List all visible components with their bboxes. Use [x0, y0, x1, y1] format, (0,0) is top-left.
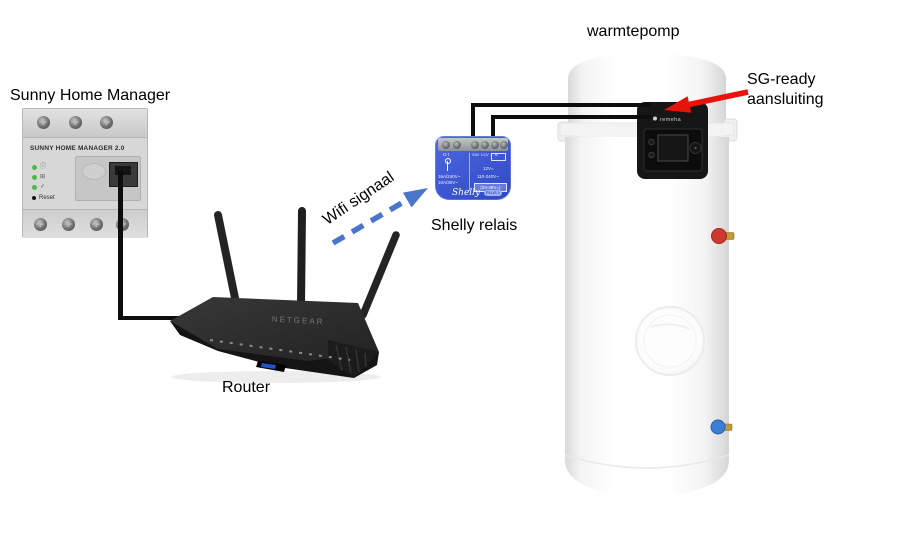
- sg-ready-arrow: [664, 89, 749, 113]
- heat-pump-label: warmtepomp: [587, 23, 680, 40]
- red-valve-icon: [711, 228, 727, 244]
- sg-wire-b-vertical: [491, 115, 495, 139]
- screw-terminal-icon: [481, 140, 489, 149]
- sg-ready-label-line1: SG-ready: [747, 71, 816, 88]
- shelly-terminal-strip: [438, 138, 508, 151]
- ethernet-cable-vertical: [118, 170, 123, 320]
- check-icon: ✓: [40, 184, 46, 190]
- sg-wire-a-horizontal: [471, 103, 651, 107]
- network-icon: ⊞: [40, 174, 46, 180]
- usb-port-inner-icon: [261, 363, 276, 369]
- screw-terminal-icon: ✚: [62, 218, 75, 231]
- blue-valve-icon: [710, 419, 726, 435]
- wifi-signal-arrow: [331, 188, 428, 246]
- shm-model-text: SUNNY HOME MANAGER 2.0: [30, 145, 125, 152]
- screw-terminal-icon: ✚: [90, 218, 103, 231]
- remeha-logo-icon: [653, 116, 657, 121]
- router-antenna-right: [359, 231, 400, 319]
- shm-led-row: ✓: [32, 183, 45, 191]
- sg-wire-a-vertical: [471, 103, 475, 139]
- status-led-icon: [32, 184, 37, 190]
- screw-terminal-icon: [491, 140, 499, 149]
- status-led-icon: [32, 164, 37, 170]
- shm-top-terminal-strip: ✚ ✚ ✚: [23, 109, 147, 138]
- wifi-arrowhead-icon: [402, 188, 428, 208]
- screw-terminal-icon: [500, 140, 508, 149]
- shm-oval-detail: [82, 163, 106, 180]
- panel-knob-dot-icon: [694, 146, 697, 150]
- shelly-section-divider: [469, 153, 470, 191]
- shm-reset: Reset: [32, 195, 55, 201]
- shelly-output-box: [491, 153, 506, 161]
- router-device: NETGEAR: [170, 207, 400, 383]
- shelly-brand-text: Shelly: [452, 188, 481, 198]
- router-brand-text: NETGEAR: [272, 315, 325, 327]
- router-led-row-icon: [209, 339, 351, 361]
- shm-connector-recess: [75, 156, 141, 201]
- panel-button-icon[interactable]: [648, 138, 655, 146]
- screw-terminal-icon: ✚: [37, 116, 50, 129]
- shm-led-row: ⊞: [32, 173, 45, 181]
- router-label: Router: [222, 379, 271, 396]
- screw-terminal-icon: ✚: [34, 218, 47, 231]
- shelly-terminals-left-label: O I: [443, 152, 450, 157]
- shelly-terminals-right-label: SW 12V L N: [472, 152, 498, 157]
- shm-led-row: ⓘ: [32, 163, 46, 171]
- sg-arrow-shaft: [688, 89, 749, 108]
- ethernet-port-icon: [109, 162, 138, 187]
- shelly-supply-line2: 110-240V~: [477, 174, 499, 179]
- router-antenna-middle: [297, 207, 306, 311]
- screw-terminal-icon: [442, 140, 450, 149]
- shelly-badge: PLUS 1: [484, 190, 502, 196]
- sunny-home-manager-label: Sunny Home Manager: [10, 87, 171, 104]
- sg-ready-label-line2: aansluiting: [747, 91, 824, 108]
- screw-terminal-icon: [453, 140, 461, 149]
- shelly-relay-label: Shelly relais: [431, 217, 518, 234]
- ethernet-cable-horizontal: [118, 315, 206, 320]
- router-top-face: [170, 297, 379, 361]
- sg-wire-b-horizontal: [491, 115, 651, 119]
- panel-button-icon[interactable]: [648, 151, 655, 159]
- shm-bottom-terminal-strip: ✚ ✚ ✚ ✚: [23, 209, 147, 238]
- tank-bottom-seam: [564, 454, 730, 469]
- switch-symbol-icon: [445, 158, 454, 171]
- ethernet-plug-icon: [115, 166, 131, 175]
- reset-button-icon: [32, 196, 36, 200]
- shelly-rating-line1: 16A/240V~: [438, 174, 461, 179]
- heat-pump-device: remeha: [557, 54, 738, 497]
- router-antenna-left: [214, 211, 240, 307]
- shelly-supply-line1: 12V=: [483, 166, 494, 171]
- cap-highlight: [649, 323, 691, 330]
- shelly-rating-line2: 10A/30V~: [438, 180, 458, 185]
- screw-terminal-icon: ✚: [100, 116, 113, 129]
- panel-brand-text: remeha: [660, 117, 682, 123]
- shelly-relay-device: O I SW 12V L N 16A/240V~ 10A/30V~ 12V= 1…: [435, 136, 511, 200]
- panel-screen: [657, 134, 689, 162]
- sg-arrowhead-icon: [664, 96, 692, 113]
- shm-reset-label: Reset: [39, 195, 55, 201]
- screw-terminal-icon: ✚: [69, 116, 82, 129]
- inspection-cap-inner: [643, 314, 697, 368]
- sunny-home-manager-device: ✚ ✚ ✚ SUNNY HOME MANAGER 2.0 ⓘ ⊞ ✓ Reset: [22, 108, 148, 238]
- status-led-icon: [32, 174, 37, 180]
- wifi-arrow-dashes: [331, 197, 409, 246]
- screw-terminal-icon: [471, 140, 479, 149]
- info-icon: ⓘ: [40, 164, 47, 170]
